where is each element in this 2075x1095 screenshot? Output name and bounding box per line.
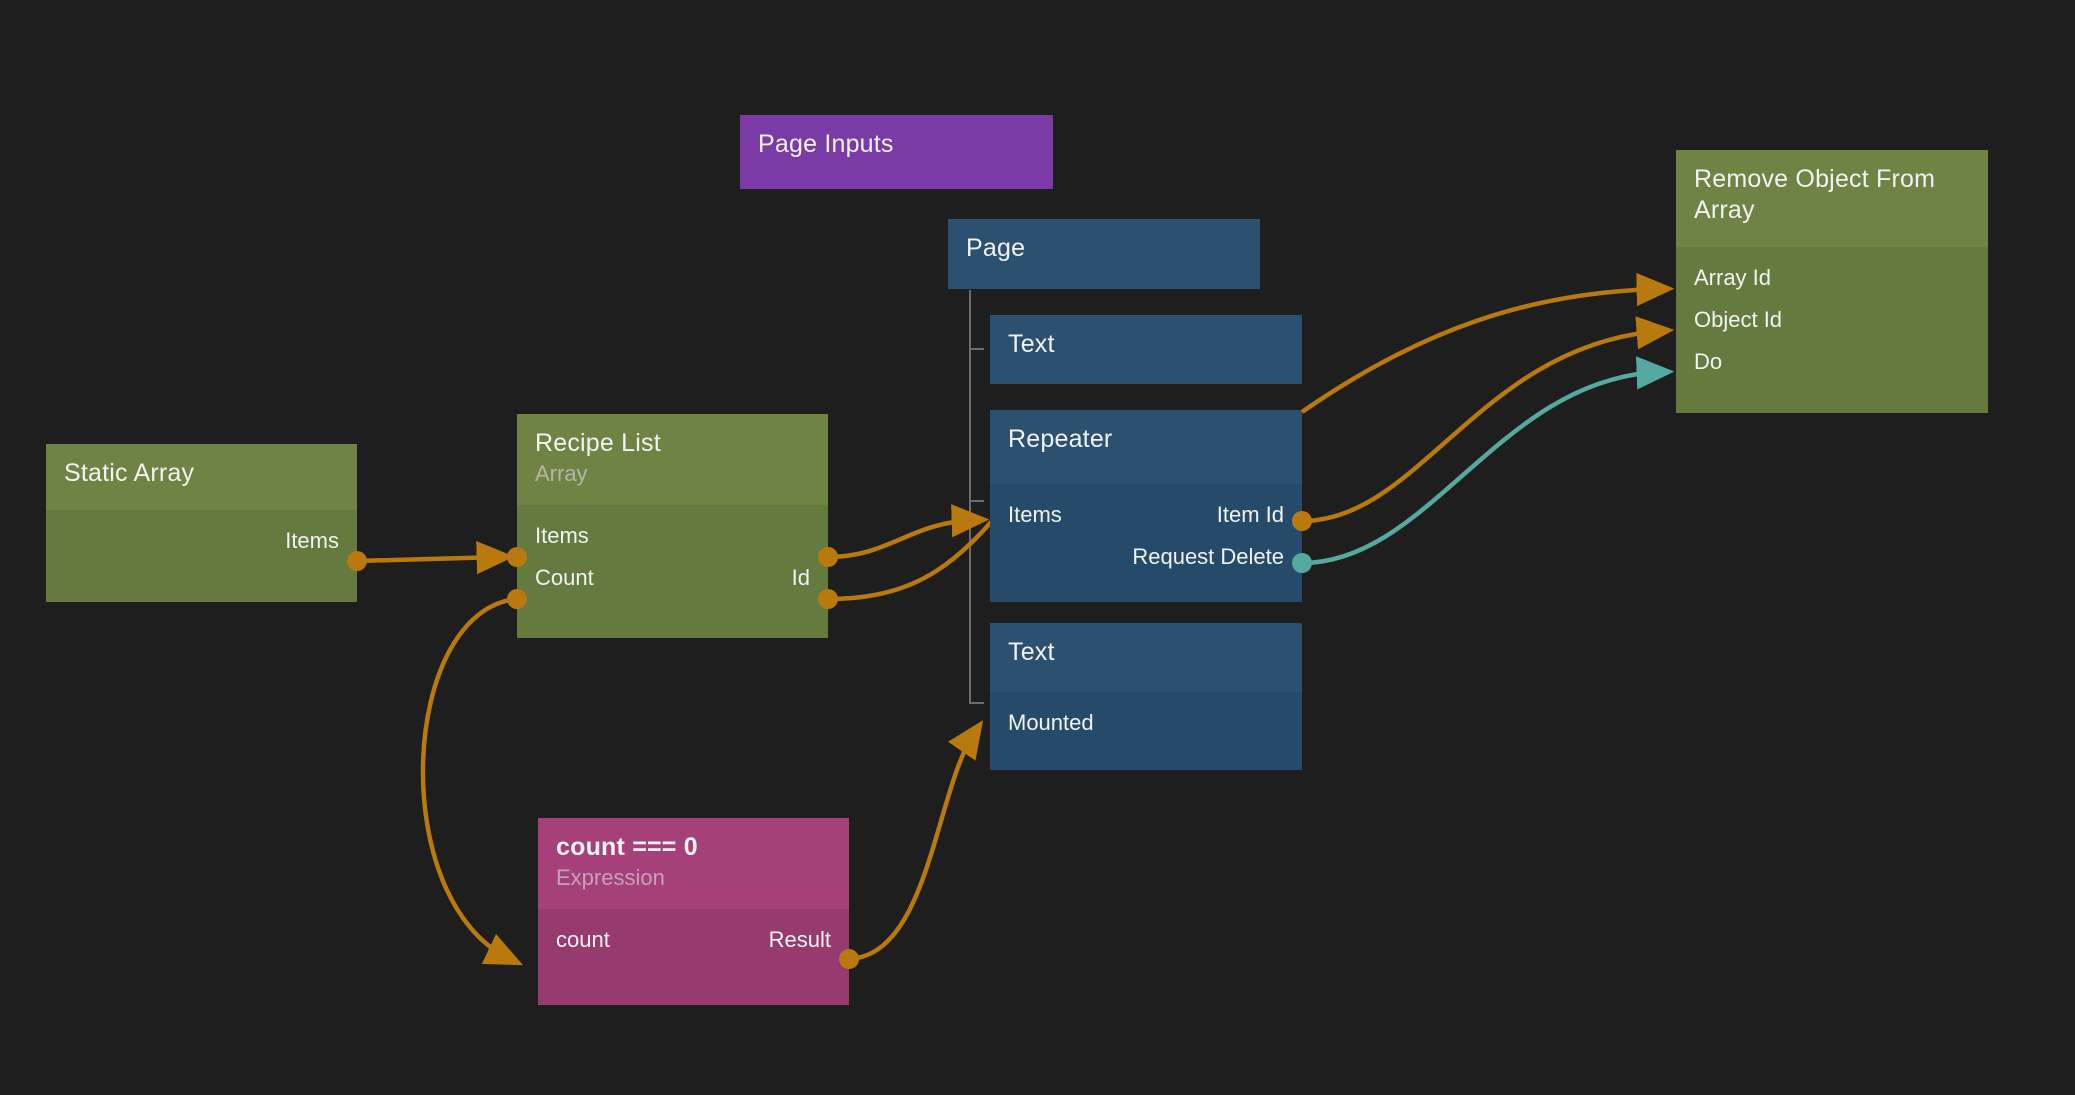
node-title: Text xyxy=(1008,330,1055,358)
node-body: Items xyxy=(46,510,357,602)
node-body: Items Item Id Request Delete xyxy=(990,484,1302,602)
node-header: Remove Object From Array xyxy=(1676,150,1988,247)
node-text-bottom[interactable]: Text Mounted xyxy=(990,623,1302,770)
port-row[interactable]: count Result xyxy=(538,919,849,961)
input-label: Do xyxy=(1694,349,1723,374)
node-title: count === 0 xyxy=(556,833,698,861)
tree-branch-repeater xyxy=(969,500,984,502)
node-page[interactable]: Page xyxy=(948,219,1260,289)
node-title: Page xyxy=(966,234,1026,262)
port-row[interactable]: Mounted xyxy=(990,702,1302,744)
node-body: count Result xyxy=(538,909,849,1005)
input-label: Items xyxy=(1008,502,1062,527)
node-header: count === 0 Expression xyxy=(538,818,849,909)
node-header: Page xyxy=(948,219,1260,289)
tree-branch-text-top xyxy=(969,348,984,350)
node-header: Text xyxy=(990,315,1302,384)
wire-recipelist-id-to-removeobject-arrayid xyxy=(1300,272,1675,414)
port-row[interactable]: Object Id xyxy=(1676,299,1988,341)
port-row[interactable]: Request Delete xyxy=(990,536,1302,578)
port-recipe-list-count-in[interactable] xyxy=(507,589,527,609)
port-row[interactable]: Items xyxy=(517,515,828,557)
node-page-inputs[interactable]: Page Inputs xyxy=(740,115,1053,189)
node-static-array[interactable]: Static Array Items xyxy=(46,444,357,602)
node-text-top[interactable]: Text xyxy=(990,315,1302,384)
wire-repeater-requestdelete-to-removeobject-do xyxy=(1301,356,1675,566)
node-body: Items Count Id xyxy=(517,505,828,638)
wire-recipeid-to-arrayid-tail xyxy=(827,498,1012,602)
input-label: Mounted xyxy=(1008,710,1094,735)
wire-recipelist-count-to-expression-count xyxy=(420,596,523,966)
tree-trunk-line xyxy=(969,290,971,704)
port-expression-result-out[interactable] xyxy=(839,949,859,969)
input-label: count xyxy=(556,927,610,952)
node-title: Remove Object From Array xyxy=(1694,165,1941,224)
node-body: Array Id Object Id Do xyxy=(1676,247,1988,413)
node-title: Recipe List xyxy=(535,429,661,457)
port-recipe-list-id-out[interactable] xyxy=(818,589,838,609)
port-repeater-item-id-out[interactable] xyxy=(1292,511,1312,531)
wire-recipelist-items-to-repeater-items xyxy=(827,504,990,560)
port-static-array-items-out[interactable] xyxy=(347,551,367,571)
node-header: Repeater xyxy=(990,410,1302,484)
input-label: Object Id xyxy=(1694,307,1783,332)
input-label: Array Id xyxy=(1694,265,1772,290)
node-title: Text xyxy=(1008,638,1055,666)
wire-expression-result-to-textbottom-mounted xyxy=(848,720,984,962)
tree-branch-text-bottom xyxy=(969,702,984,704)
node-remove-object-from-array[interactable]: Remove Object From Array Array Id Object… xyxy=(1676,150,1988,413)
port-row[interactable]: Items xyxy=(46,520,357,562)
node-subtitle: Array xyxy=(535,461,588,486)
node-expression[interactable]: count === 0 Expression count Result xyxy=(538,818,849,1005)
node-repeater[interactable]: Repeater Items Item Id Request Delete xyxy=(990,410,1302,602)
port-row[interactable]: Array Id xyxy=(1676,257,1988,299)
port-row[interactable]: Items Item Id xyxy=(990,494,1302,536)
port-recipe-list-items-out[interactable] xyxy=(818,547,838,567)
wire-staticarray-items-to-recipelist-items xyxy=(356,541,515,575)
wire-repeater-itemid-to-removeobject-objectid xyxy=(1301,316,1675,524)
node-title: Repeater xyxy=(1008,425,1113,453)
node-title: Page Inputs xyxy=(758,130,894,158)
port-row[interactable]: Do xyxy=(1676,341,1988,383)
output-label: Item Id xyxy=(1216,502,1284,527)
output-label: Request Delete xyxy=(1132,544,1284,569)
input-label: Items xyxy=(535,523,589,548)
node-header: Recipe List Array xyxy=(517,414,828,505)
node-header: Page Inputs xyxy=(740,115,1053,189)
port-recipe-list-items-in[interactable] xyxy=(507,547,527,567)
node-subtitle: Expression xyxy=(556,865,665,890)
node-recipe-list[interactable]: Recipe List Array Items Count Id xyxy=(517,414,828,638)
output-label: Items xyxy=(285,528,339,553)
node-body: Mounted xyxy=(990,692,1302,770)
port-repeater-request-delete-out[interactable] xyxy=(1292,553,1312,573)
output-label: Result xyxy=(768,927,831,952)
node-header: Static Array xyxy=(46,444,357,510)
node-title: Static Array xyxy=(64,459,195,487)
port-row[interactable]: Count Id xyxy=(517,557,828,599)
node-header: Text xyxy=(990,623,1302,692)
input-label: Count xyxy=(535,565,594,590)
output-label: Id xyxy=(791,565,810,590)
